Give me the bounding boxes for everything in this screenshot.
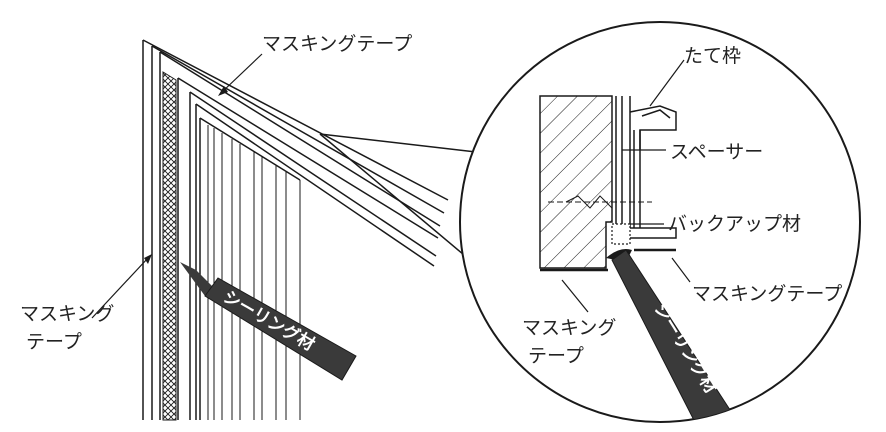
sealant-tube-left: [180, 262, 357, 381]
detail-leaders: [561, 59, 691, 313]
masking-tape-top-label: マスキングテープ: [262, 33, 412, 55]
detail-section: [539, 95, 735, 422]
window-frame-corner: [142, 39, 449, 420]
sealant-left-label: シーリング材: [220, 286, 319, 355]
vertical-frame-label: たて枠: [684, 45, 741, 67]
sealant-strip: [162, 71, 177, 421]
screw: [548, 195, 652, 209]
masking-tape-right-label: マスキングテープ: [692, 283, 842, 305]
backup-material-label: バックアップ材: [668, 213, 801, 235]
leader-top-arrow: [218, 86, 228, 96]
screen-lines: [207, 125, 301, 420]
leader-top-tape: [221, 53, 263, 93]
leader-left-arrow: [144, 254, 152, 264]
masking-tape-left-label-line1: マスキング: [20, 303, 114, 325]
masking-tape-left-label-line2: テープ: [26, 331, 82, 353]
backup-material: [611, 223, 631, 245]
wall-section: [539, 95, 613, 269]
callout-line-upper: [319, 133, 477, 153]
leader-left-tape: [91, 257, 149, 319]
callout-line-lower: [319, 133, 471, 261]
frame-profile: [615, 96, 677, 239]
masking-tape-detail-label-line1: マスキング: [522, 317, 616, 339]
masking-tape-detail-label-line2: テープ: [528, 345, 584, 367]
spacer-label: スペーサー: [670, 141, 763, 163]
